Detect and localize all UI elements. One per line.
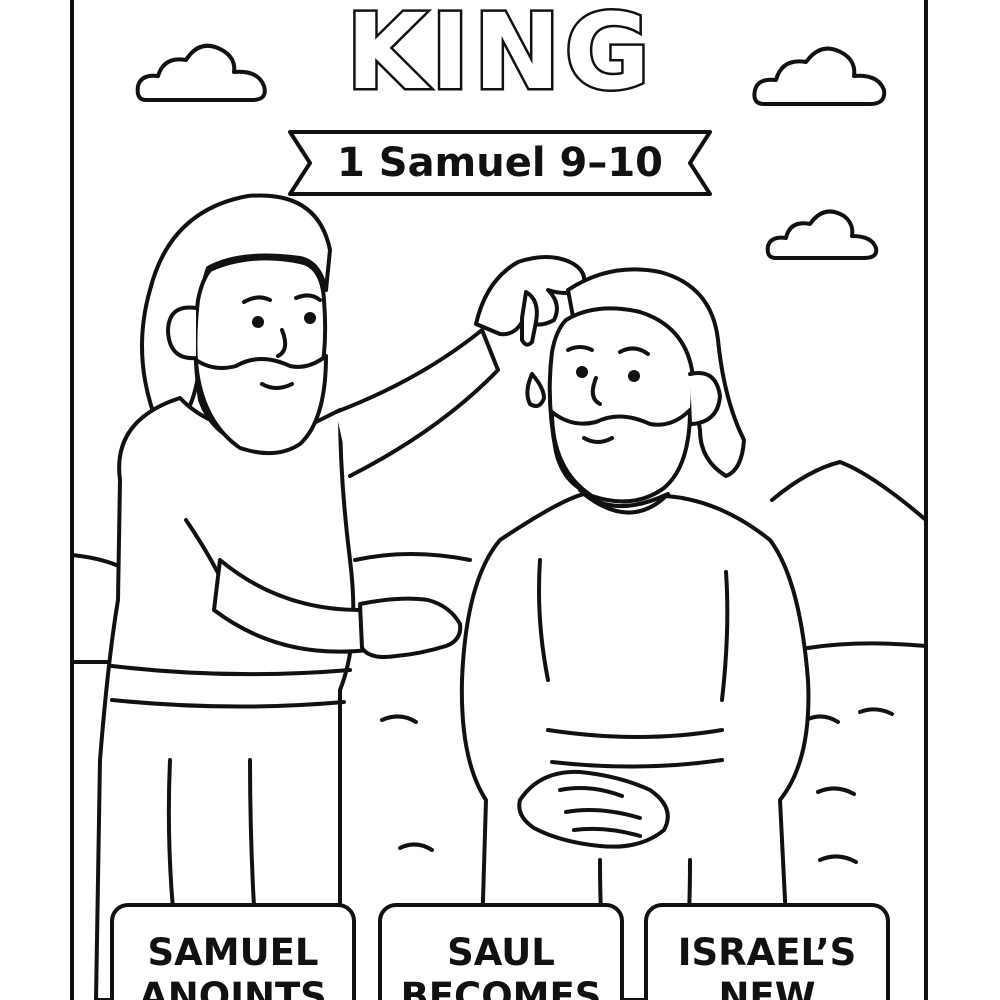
samuel-eye-left — [252, 316, 264, 328]
page-border — [70, 0, 928, 1000]
saul-brows — [566, 345, 650, 356]
cloud-icon-left — [135, 43, 267, 102]
samuel-mouth — [260, 382, 294, 390]
samuel-eye-right — [304, 312, 316, 324]
page-title: KING — [344, 0, 654, 115]
samuel-nose — [276, 328, 288, 358]
caption-card-2: SAUL BECOMES — [378, 903, 624, 1000]
saul-ear — [688, 371, 722, 426]
saul-eye-left — [576, 366, 588, 378]
water-waves — [380, 707, 894, 864]
samuel-beard — [194, 354, 328, 456]
caption-card-1-line-2: ANOINTS — [139, 975, 327, 1000]
caption-card-2-line-1: SAUL — [447, 931, 555, 974]
samuel-brows — [242, 293, 322, 304]
saul-nose — [590, 376, 602, 406]
caption-card-1: SAMUEL ANOINTS — [110, 903, 356, 1000]
samuel-robe — [94, 396, 356, 1000]
cloud-icon-small — [765, 209, 879, 260]
oil-drop — [525, 372, 546, 408]
samuel-raised-arm — [334, 328, 500, 478]
caption-card-2-line-2: BECOMES — [400, 975, 602, 1000]
samuel-lower-hand — [358, 596, 463, 659]
hill-middle — [353, 552, 472, 562]
saul-belt — [546, 728, 724, 769]
scripture-reference: 1 Samuel 9–10 — [337, 140, 663, 186]
saul-fingers — [558, 786, 642, 838]
saul-eye-right — [628, 370, 640, 382]
mountain-right — [770, 460, 928, 522]
saul-robe — [459, 492, 811, 1000]
caption-card-3-line-2: NEW — [718, 975, 816, 1000]
caption-card-3-line-1: ISRAEL’S — [677, 931, 857, 974]
scripture-banner — [288, 130, 712, 196]
saul-mouth — [582, 436, 614, 444]
saul-robe-folds — [537, 558, 730, 1000]
samuel-ear — [166, 305, 198, 361]
cloud-icon-right — [752, 46, 887, 106]
samuel-belt — [110, 664, 352, 709]
horizon-right — [806, 641, 928, 650]
caption-card-1-line-1: SAMUEL — [147, 931, 319, 974]
caption-card-3: ISRAEL’S NEW — [644, 903, 890, 1000]
oil-vial — [520, 290, 539, 347]
saul-beard — [550, 408, 692, 504]
